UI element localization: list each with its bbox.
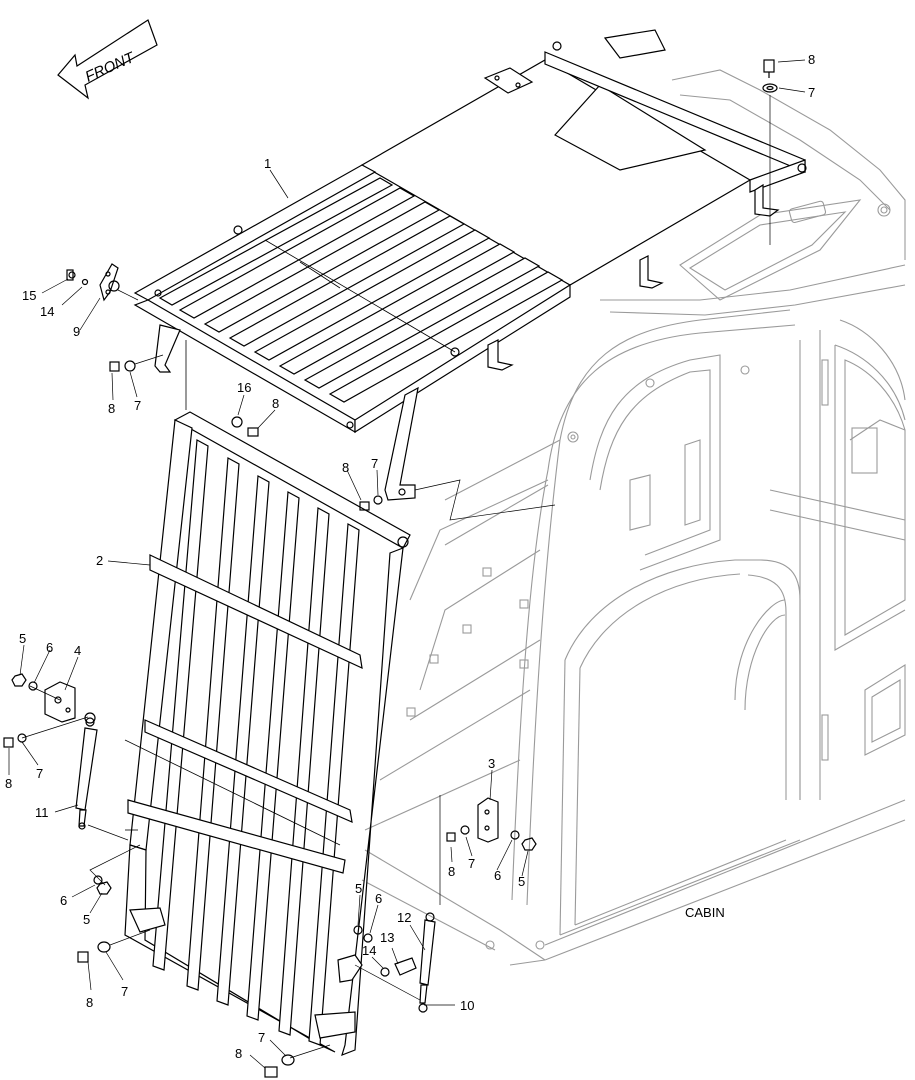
callout-7: 7	[121, 984, 128, 999]
callout-12: 12	[397, 910, 411, 925]
callout-10: 10	[460, 998, 474, 1013]
callout-3: 3	[488, 756, 495, 771]
callout-16: 16	[237, 380, 251, 395]
callout-8: 8	[808, 52, 815, 67]
callout-7: 7	[36, 766, 43, 781]
callout-5: 5	[83, 912, 90, 927]
callout-6: 6	[46, 640, 53, 655]
left-bracket	[3, 673, 96, 748]
callout-9: 9	[73, 324, 80, 339]
callout-7: 7	[371, 456, 378, 471]
callout-8: 8	[448, 864, 455, 879]
callout-8: 8	[5, 776, 12, 791]
gas-spring-left	[75, 717, 129, 841]
front-guard	[124, 411, 411, 1056]
gas-spring-right	[337, 912, 436, 1013]
leader-lines	[8, 59, 806, 1069]
callout-7: 7	[134, 398, 141, 413]
callout-14: 14	[362, 943, 376, 958]
callout-14: 14	[40, 304, 54, 319]
callout-8: 8	[108, 401, 115, 416]
callout-2: 2	[96, 553, 103, 568]
callout-6: 6	[375, 891, 382, 906]
front-arrow: FRONT	[57, 19, 158, 100]
cabin-label: CABIN	[685, 905, 725, 920]
callout-8: 8	[235, 1046, 242, 1061]
hinge-bracket	[66, 263, 139, 302]
callout-11: 11	[35, 805, 49, 820]
cabin-body	[361, 69, 906, 966]
callout-8: 8	[272, 396, 279, 411]
top-guard	[133, 29, 807, 501]
callout-8: 8	[86, 995, 93, 1010]
callout-7: 7	[808, 85, 815, 100]
callout-5: 5	[355, 881, 362, 896]
callout-6: 6	[494, 868, 501, 883]
callout-13: 13	[380, 930, 394, 945]
right-bracket	[439, 795, 537, 905]
callout-7: 7	[468, 856, 475, 871]
callout-6: 6	[60, 893, 67, 908]
callout-7: 7	[258, 1030, 265, 1045]
fasteners	[77, 59, 778, 1078]
callout-8: 8	[342, 460, 349, 475]
callout-5: 5	[518, 874, 525, 889]
callout-5: 5	[19, 631, 26, 646]
callout-15: 15	[22, 288, 36, 303]
callout-1: 1	[264, 156, 271, 171]
callout-4: 4	[74, 643, 81, 658]
callouts: 1 2 3 4 5 5 5 5 6 6 6 6 7 7 7 7 7 7 7 8 …	[5, 52, 815, 1061]
